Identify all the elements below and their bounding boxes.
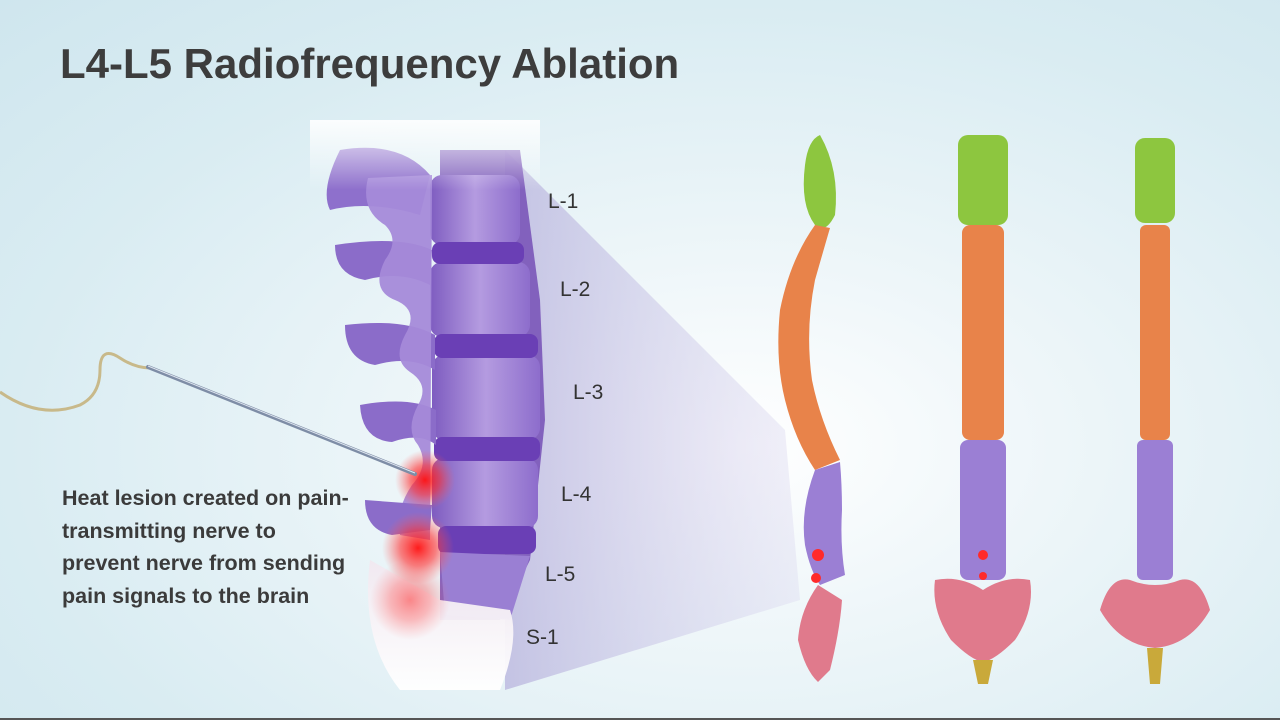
page-title: L4-L5 Radiofrequency Ablation	[60, 40, 680, 87]
vertebra-label-l3: L-3	[573, 381, 604, 404]
vertebra-label-l4: L-4	[561, 483, 592, 506]
bottom-rule	[0, 718, 1280, 720]
spine-front-view	[1100, 138, 1210, 684]
vertebra-label-l2: L-2	[560, 278, 591, 301]
rf-probe	[0, 352, 417, 476]
vertebra-label-s1: S-1	[526, 626, 559, 649]
vertebra-label-l5: L-5	[545, 563, 576, 586]
heat-lesion-l4	[395, 450, 455, 510]
lesion-caption: Heat lesion created on pain-transmitting…	[62, 486, 349, 608]
spine-back-view	[934, 135, 1031, 684]
spine-side-view	[778, 135, 845, 682]
zoom-wedge	[505, 150, 800, 690]
lumbar-spine-closeup	[310, 120, 545, 690]
vertebra-label-l1: L-1	[548, 190, 579, 213]
